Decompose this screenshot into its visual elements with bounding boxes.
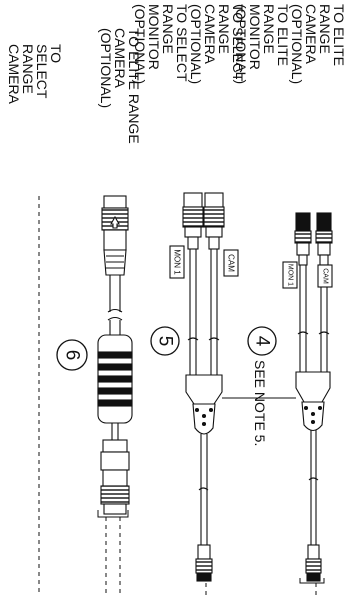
cable-6-bottom-connector — [100, 439, 130, 515]
cable-5-y-splitter — [185, 374, 223, 435]
cable-4-mon-tag — [282, 261, 298, 289]
callout-4-number: 4 — [252, 336, 273, 347]
cable-5-bottom-connector — [195, 544, 213, 582]
callout-5-number: 5 — [155, 336, 176, 347]
cable-4-cam-tag-label: CAM — [322, 268, 329, 284]
cable-5-mon-connector — [182, 192, 204, 250]
cable-5-cam-connector — [203, 192, 225, 250]
cable-4-y-splitter — [295, 371, 331, 432]
cable-6-coupler-body — [97, 334, 133, 424]
callout-5: 5 — [150, 326, 180, 356]
label-select-camera-monitor: TO SELECT RANGE CAMERA (OPTIONAL) TO SEL… — [132, 4, 246, 85]
cable-4-bottom-connector — [305, 544, 322, 582]
dashed-leader-lines — [38, 196, 317, 595]
cable-4-mon-tag-label: MON 1 — [287, 264, 294, 286]
cable-6-assembly — [97, 195, 133, 515]
label-elite-range-camera: TO ELITE RANGE CAMERA (OPTIONAL) — [98, 28, 142, 144]
callout-6: 6 — [56, 339, 88, 371]
cable-4-cam-connector — [315, 212, 333, 266]
see-note-label: SEE NOTE 5. — [252, 360, 268, 447]
cable-4-mon-connector — [294, 212, 312, 266]
end-brackets — [97, 510, 325, 584]
cable-5-mon-tag — [169, 245, 185, 279]
label-select-range-camera: TO SELECT RANGE CAMERA — [6, 44, 64, 104]
cable-5-cam-tag — [223, 249, 239, 277]
label-elite-camera-monitor: TO ELITE RANGE CAMERA (OPTIONAL) TO ELIT… — [233, 4, 347, 85]
cable-4-cam-tag — [317, 264, 333, 288]
callout-6-number: 6 — [62, 350, 83, 361]
cable-5-assembly — [169, 192, 239, 582]
cable-4-assembly — [282, 212, 333, 582]
cable-5-cam-tag-label: CAM — [227, 254, 236, 272]
callout-4: 4 — [247, 326, 277, 356]
cable-6-top-connector — [101, 195, 129, 276]
cable-5-mon-tag-label: MON 1 — [173, 249, 182, 275]
